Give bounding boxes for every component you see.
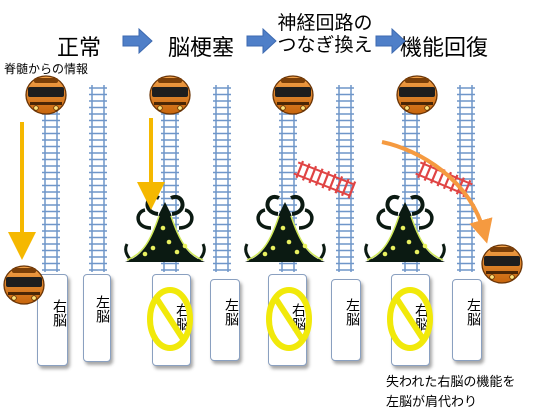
lesion-icon [124,194,206,262]
right-brain-box-rewiring: 右脳 [268,274,307,366]
railway-track [402,85,420,272]
right-brain-box-recovery: 右脳 [391,274,430,366]
recovery-arrow [381,140,493,244]
train-icon [272,75,314,115]
bridge-track-icon [415,160,473,198]
railway-track [42,85,60,272]
railway-track [89,85,107,272]
lesion-icon [364,194,446,262]
right-brain-label: 右脳 [51,299,67,327]
right-brain-label: 右脳 [174,303,190,331]
left-brain-box-rewiring: 左脳 [331,279,361,361]
panel-title-rewiring: 神経回路の つなぎ換え [270,12,380,56]
arrow-right-icon [122,27,153,55]
panel-title-rewiring-line2: つなぎ換え [277,34,373,56]
railway-track [161,85,179,272]
railway-track [279,85,297,272]
railway-track [336,85,354,272]
train-icon [149,75,191,115]
left-brain-label: 左脳 [465,298,481,326]
train-icon [481,244,523,284]
right-brain-label: 右脳 [413,303,429,331]
recovery-note: 失われた右脳の機能を 左脳が肩代わり [386,373,515,413]
right-brain-label: 右脳 [290,303,306,331]
bridge-track-icon [293,160,357,199]
recovery-note-line1: 失われた右脳の機能を [386,375,516,390]
panel-title-stroke: 脳梗塞 [168,36,235,61]
train-icon [396,75,438,115]
panel-title-rewiring-line1: 神経回路の [277,12,373,34]
left-brain-label: 左脳 [223,298,239,326]
left-brain-box-normal: 左脳 [83,274,111,362]
lesion-icon [244,194,326,262]
left-brain-box-stroke: 左脳 [210,279,240,361]
left-brain-box-recovery: 左脳 [452,279,482,361]
left-brain-label: 左脳 [94,295,110,323]
panel-title-recovery: 機能回復 [400,36,489,61]
panel-title-normal: 正常 [57,36,102,61]
train-icon [25,75,67,115]
railway-track [457,85,475,272]
right-brain-box-normal: 右脳 [37,274,68,366]
recovery-note-line2: 左脳が肩代わり [386,395,478,410]
right-brain-box-stroke: 右脳 [152,274,191,366]
signal-label: 脊髄からの情報 [4,62,89,76]
left-brain-label: 左脳 [344,298,360,326]
railway-track [213,85,231,272]
